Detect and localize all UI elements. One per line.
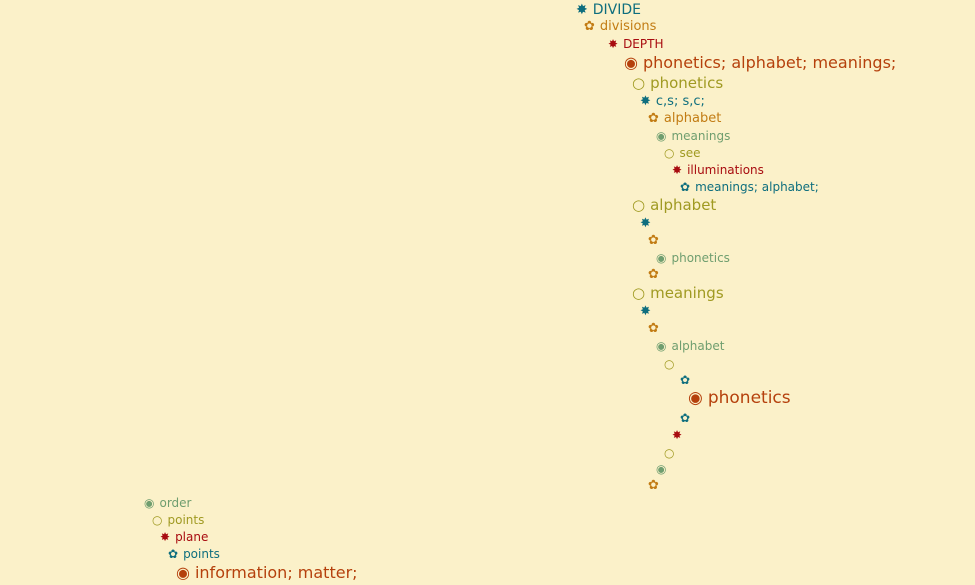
circle-icon: ○ xyxy=(664,446,675,460)
flower-icon: ✿ xyxy=(680,373,691,387)
tree-node-empty: ○ xyxy=(664,358,679,370)
fisheye-icon: ◉ xyxy=(656,339,667,353)
fisheye-icon: ◉ xyxy=(176,563,190,582)
tree-node-phonetics: ○ phonetics xyxy=(632,76,723,91)
circle-icon: ○ xyxy=(664,357,675,371)
flower-icon: ✿ xyxy=(584,19,595,34)
node-label: meanings xyxy=(671,129,731,143)
flower-icon: ✿ xyxy=(648,478,659,493)
star-icon: ✸ xyxy=(640,216,651,231)
tree-node-points-2: ✿ points xyxy=(168,548,220,560)
tree-node-empty: ✿ xyxy=(680,374,695,386)
node-label: DIVIDE xyxy=(592,2,641,18)
flower-icon: ✿ xyxy=(168,547,179,561)
node-label: DEPTH xyxy=(623,37,664,51)
star-icon: ✸ xyxy=(160,530,171,544)
tree-node-empty: ✿ xyxy=(680,412,695,424)
tree-node-empty: ◉ xyxy=(656,463,671,475)
circle-icon: ○ xyxy=(632,196,646,214)
tree-node-information-matter: ◉ information; matter; xyxy=(176,565,358,581)
flower-icon: ✿ xyxy=(680,411,691,425)
node-label: information; matter; xyxy=(194,563,358,582)
circle-icon: ○ xyxy=(632,74,646,92)
node-label: alphabet xyxy=(663,111,722,126)
fisheye-icon: ◉ xyxy=(144,496,155,510)
tree-node-see: ○ see xyxy=(664,147,701,159)
node-label: points xyxy=(183,547,220,561)
tree-node-empty: ✿ xyxy=(648,234,664,247)
star-icon: ✸ xyxy=(608,37,619,51)
tree-node-empty: ✿ xyxy=(648,479,664,492)
tree-node-alphabet-3: ◉ alphabet xyxy=(656,340,724,352)
tree-node-meanings-alphabet: ✿ meanings; alphabet; xyxy=(680,181,819,193)
star-icon: ✸ xyxy=(640,304,651,319)
tree-node-empty: ✸ xyxy=(640,217,656,230)
star-icon: ✸ xyxy=(672,428,683,442)
fisheye-icon: ◉ xyxy=(656,251,667,265)
tree-node-plane: ✸ plane xyxy=(160,531,208,543)
tree-node-empty: ✿ xyxy=(648,268,664,281)
fisheye-icon: ◉ xyxy=(656,462,667,476)
node-label: alphabet xyxy=(671,339,725,353)
circle-icon: ○ xyxy=(152,513,163,527)
tree-node-alphabet-2: ○ alphabet xyxy=(632,198,716,213)
circle-icon: ○ xyxy=(632,284,646,302)
tree-node-depth: ✸ DEPTH xyxy=(608,38,663,50)
tree-node-empty: ✸ xyxy=(640,305,656,318)
flower-icon: ✿ xyxy=(648,321,659,336)
tree-node-phonetics-alphabet-meanings: ◉ phonetics; alphabet; meanings; xyxy=(624,55,896,71)
node-label: meanings xyxy=(650,284,724,302)
tree-node-cs-sc: ✸ c,s; s,c; xyxy=(640,95,705,108)
star-icon: ✸ xyxy=(576,2,588,18)
flower-icon: ✿ xyxy=(648,267,659,282)
star-icon: ✸ xyxy=(672,163,683,177)
node-label: c,s; s,c; xyxy=(655,94,705,109)
flower-icon: ✿ xyxy=(680,180,691,194)
fisheye-icon: ◉ xyxy=(624,53,638,72)
node-label: divisions xyxy=(599,19,657,34)
tree-node-divisions: ✿ divisions xyxy=(584,20,656,33)
tree-node-alphabet: ✿ alphabet xyxy=(648,112,721,125)
node-label: phonetics; alphabet; meanings; xyxy=(642,53,897,72)
fisheye-icon: ◉ xyxy=(656,129,667,143)
node-label: see xyxy=(679,146,701,160)
tree-node-empty: ✸ xyxy=(672,429,687,441)
tree-node-empty: ✿ xyxy=(648,322,664,335)
tree-node-phonetics-3: ◉ phonetics xyxy=(688,390,791,407)
fisheye-icon: ◉ xyxy=(688,388,703,408)
star-icon: ✸ xyxy=(640,94,651,109)
node-label: points xyxy=(167,513,205,527)
node-label: phonetics xyxy=(671,251,730,265)
tree-node-divide: ✸ DIVIDE xyxy=(576,3,641,17)
node-label: phonetics xyxy=(707,388,791,408)
tree-node-meanings: ◉ meanings xyxy=(656,130,730,142)
circle-icon: ○ xyxy=(664,146,675,160)
tree-node-meanings-2: ○ meanings xyxy=(632,286,724,301)
tree-node-illuminations: ✸ illuminations xyxy=(672,164,764,176)
node-label: alphabet xyxy=(650,196,717,214)
node-label: phonetics xyxy=(650,74,724,92)
tree-node-phonetics-2: ◉ phonetics xyxy=(656,252,730,264)
node-label: meanings; alphabet; xyxy=(695,180,819,194)
flower-icon: ✿ xyxy=(648,233,659,248)
tree-node-order: ◉ order xyxy=(144,497,191,509)
node-label: illuminations xyxy=(687,163,764,177)
tree-node-points: ○ points xyxy=(152,514,204,526)
flower-icon: ✿ xyxy=(648,111,659,126)
node-label: plane xyxy=(175,530,209,544)
node-label: order xyxy=(159,496,192,510)
tree-node-empty: ○ xyxy=(664,447,679,459)
